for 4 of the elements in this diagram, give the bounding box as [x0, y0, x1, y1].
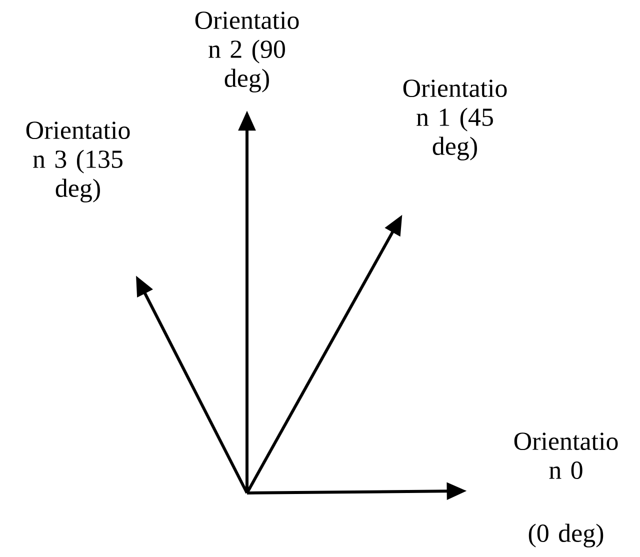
orientation-label: Orientatio n 2 (90 deg): [195, 12, 299, 92]
orientation-label: Orientatio n 0 (0 deg): [514, 432, 618, 548]
orientation-label: Orientatio n 3 (135 deg): [26, 122, 130, 202]
orientation-label: Orientatio n 1 (45 deg): [403, 80, 507, 160]
